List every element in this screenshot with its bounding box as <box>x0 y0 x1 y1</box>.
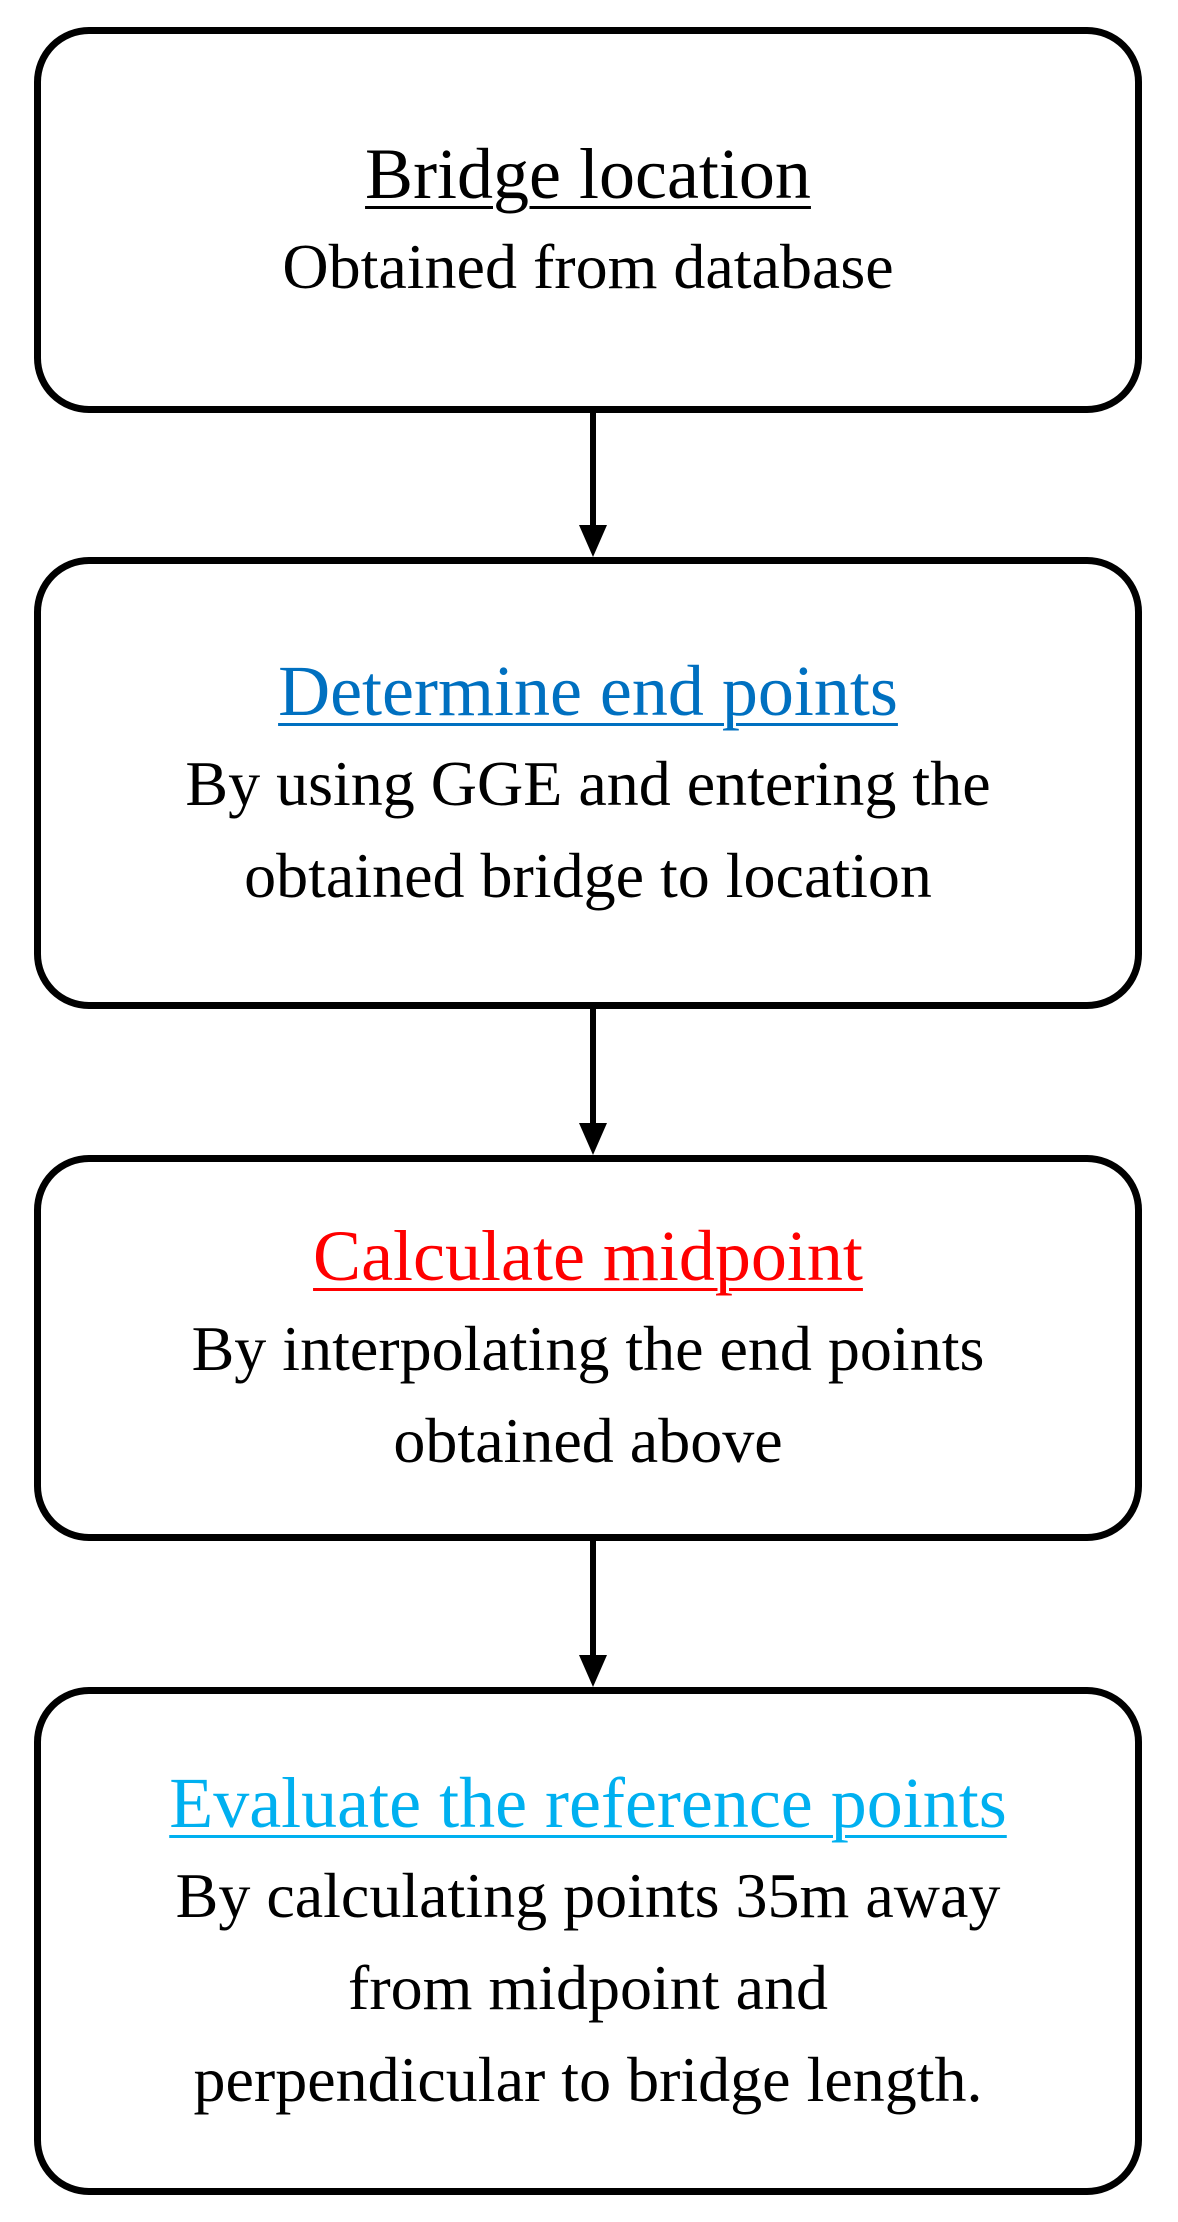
step-3-description-line-2: obtained above <box>393 1405 783 1476</box>
step-2-description-line-2: obtained bridge to location <box>244 840 932 911</box>
arrow-step-3-to-4 <box>579 1541 607 1687</box>
step-2-box: Determine end points By using GGE and en… <box>34 557 1142 1009</box>
arrow-step-2-to-3 <box>579 1009 607 1155</box>
step-2-description: By using GGE and entering the obtained b… <box>185 738 990 922</box>
step-1-description: Obtained from database <box>282 221 893 313</box>
arrow-step-1-to-2 <box>579 413 607 557</box>
step-4-description: By calculating points 35m away from midp… <box>176 1850 1001 2126</box>
step-4-description-line-1: By calculating points 35m away <box>175 1860 1001 1931</box>
step-3-title: Calculate midpoint <box>313 1216 863 1296</box>
step-3-description: By interpolating the end points obtained… <box>192 1303 985 1487</box>
step-3-description-line-1: By interpolating the end points <box>191 1313 985 1384</box>
step-4-description-line-3: perpendicular to bridge length. <box>193 2044 983 2115</box>
step-1-title: Bridge location <box>365 134 811 214</box>
step-4-title: Evaluate the reference points <box>169 1763 1007 1843</box>
step-3-box: Calculate midpoint By interpolating the … <box>34 1155 1142 1541</box>
step-1-description-line-1: Obtained from database <box>282 231 894 302</box>
step-2-title: Determine end points <box>278 651 898 731</box>
step-2-description-line-1: By using GGE and entering the <box>185 748 991 819</box>
step-4-description-line-2: from midpoint and <box>348 1952 828 2023</box>
step-1-box: Bridge location Obtained from database <box>34 27 1142 413</box>
step-4-box: Evaluate the reference points By calcula… <box>34 1687 1142 2195</box>
